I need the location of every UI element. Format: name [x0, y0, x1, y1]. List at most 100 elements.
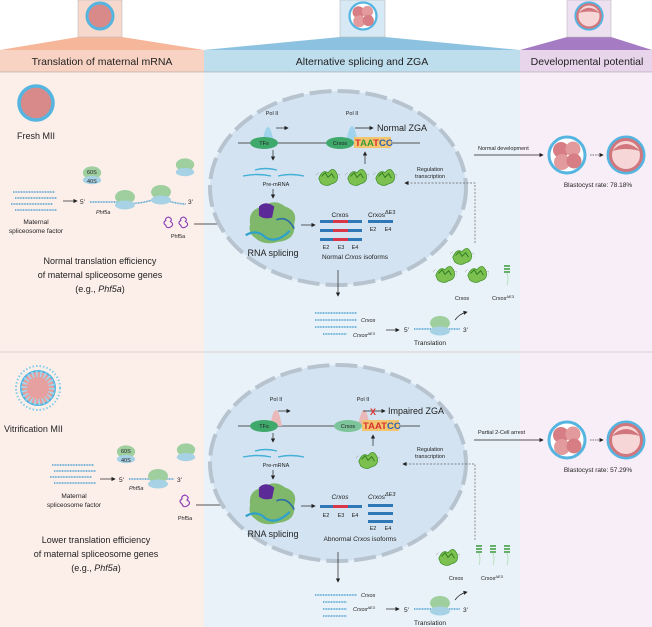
two-cell-embryo-icon [348, 1, 378, 31]
ribosome-icon [151, 185, 171, 205]
ribo-60s-label: 60S [121, 449, 131, 455]
blastocyst-icon [606, 420, 646, 460]
exon-label: E2 [323, 245, 330, 251]
feedback-dashed-arrow [404, 180, 476, 243]
oocyte-icon [85, 1, 115, 31]
five-prime: 5' [404, 607, 409, 614]
three-prime: 3' [188, 199, 193, 206]
fresh-oocyte-icon [17, 84, 55, 122]
vitrification-mii-row: Vitrification MII Maternal spliceosome f… [4, 363, 646, 627]
pre-mrna-strands [242, 167, 305, 177]
crxos-tf-label: Crxos [341, 424, 356, 430]
exon-label: E2 [323, 513, 330, 519]
mrna-label: CrxosΔE3 [353, 331, 376, 339]
three-prime: 3' [463, 607, 468, 614]
left-header-bar [0, 50, 204, 72]
crxos-tf-oval [326, 137, 354, 149]
pol2-label: Pol II [270, 397, 283, 403]
fresh-mii-row: Fresh MII Maternal spliceosome factor 5'… [9, 84, 646, 347]
exon-label: E2 [370, 227, 377, 233]
ribosome-icon [115, 190, 135, 210]
exon-label: E3 [338, 513, 345, 519]
protein-label: CrxosΔE3 [481, 574, 504, 582]
blastocyst-icon [574, 1, 604, 31]
regulation-label: transcription [415, 174, 445, 180]
strands-label: spliceosome factor [47, 502, 102, 509]
middle-header-bar [204, 50, 520, 72]
translation-label: Translation [414, 620, 446, 627]
exon-label: E4 [385, 227, 392, 233]
exon-label: E4 [385, 526, 392, 532]
protein-label: Phf5a [178, 516, 193, 522]
left-panel-bg [0, 50, 204, 627]
taatcc-motif: TAATCC [355, 138, 393, 149]
regulation-label: Regulation [417, 167, 443, 173]
released-ribosome-icon [176, 443, 196, 462]
outcome-label: Normal development [478, 146, 529, 152]
isoform-label: Crxos [332, 494, 350, 501]
crxos-tf-oval [334, 420, 362, 432]
pre-mrna-strands [242, 448, 305, 458]
three-prime: 3' [177, 477, 182, 484]
crxos-mrna-bars [315, 594, 357, 617]
delta-isoform-label: CrxosΔE3 [368, 210, 395, 219]
exon-label: E4 [352, 245, 359, 251]
ribosome-icon [430, 316, 450, 336]
strands-label: Maternal [23, 219, 49, 226]
tfs-oval [250, 420, 278, 432]
four-cell-embryo-icon [547, 420, 587, 460]
blastocyst-rate: Blastocyst rate: 78.18% [564, 182, 633, 189]
blocked-x-icon: X [370, 407, 376, 417]
crxos-mrna-bars [315, 312, 357, 335]
vitrification-mii-label: Vitrification MII [4, 424, 63, 434]
pre-mrna-label: Pre-mRNA [263, 182, 290, 188]
right-header-flare [520, 37, 652, 50]
mrna-label: Crxos [361, 593, 376, 599]
protein-label: CrxosΔE3 [492, 294, 515, 302]
five-prime: 5' [119, 477, 124, 484]
protein-label: Crxos [449, 576, 464, 582]
strands-label: spliceosome factor [9, 228, 64, 235]
three-prime: 3' [463, 327, 468, 334]
four-cell-embryo-icon [547, 135, 587, 175]
protein-label: Crxos [455, 296, 470, 302]
isoforms-caption: Normal Crxos isoforms [322, 254, 389, 261]
vitrified-oocyte-halo [15, 365, 61, 411]
fresh-mii-label: Fresh MII [17, 131, 55, 141]
normal-isoform-bars [320, 220, 362, 241]
header-splicing-zga: Alternative splicing and ZGA [296, 56, 428, 68]
summary-text: (e.g., Phf5a) [75, 284, 125, 294]
left-header-flare [0, 37, 204, 50]
regulation-label: Regulation [417, 447, 443, 453]
header-translation: Translation of maternal mRNA [32, 56, 173, 68]
pol2-label: Pol II [266, 111, 279, 117]
crxos-tf-label: Crxos [333, 141, 348, 147]
rna-splicing-label: RNA splicing [247, 248, 298, 258]
summary-text: Normal translation efficiency [44, 256, 157, 266]
taatcc-motif: TAATCC [363, 421, 401, 432]
gene-label: Phf5a [129, 486, 143, 492]
taatcc-motif-box [362, 420, 399, 431]
regulation-label: transcription [415, 454, 445, 460]
tfs-label: TFs [259, 141, 269, 147]
delta-isoform-label: CrxosΔE3 [368, 492, 396, 501]
mrna-label: Crxos [361, 318, 376, 324]
summary-text: (e.g., Phf5a) [71, 563, 121, 573]
tfs-oval [250, 137, 278, 149]
delta-isoform-bars [368, 504, 393, 523]
taatcc-motif-box [354, 137, 391, 148]
pre-mrna-label: Pre-mRNA [263, 463, 290, 469]
middle-header-flare [204, 37, 520, 50]
summary-text: of maternal spliceosome genes [34, 549, 159, 559]
delta-isoform-bar [368, 220, 393, 223]
five-prime: 5' [80, 199, 85, 206]
blastocyst-rate: Blastocyst rate: 57.29% [564, 467, 633, 474]
isoform-label: Crxos [332, 212, 350, 219]
summary-text: Lower translation efficiency [42, 535, 151, 545]
exon-label: E4 [352, 513, 359, 519]
zga-label: Impaired ZGA [388, 406, 444, 416]
zga-label: Normal ZGA [377, 123, 427, 133]
mrna-label: CrxosΔE3 [353, 605, 376, 613]
exon-label: E2 [370, 526, 377, 532]
